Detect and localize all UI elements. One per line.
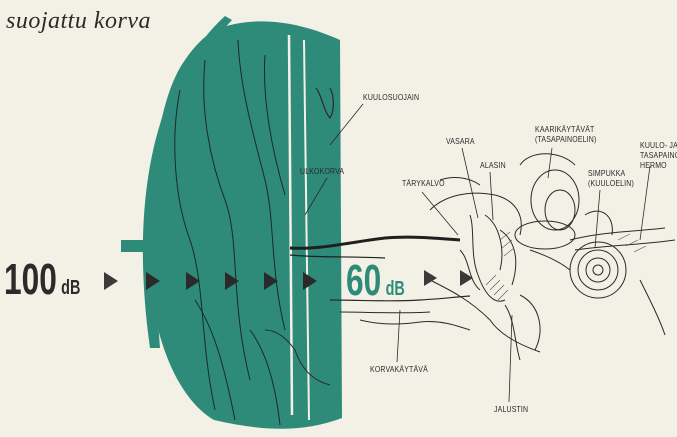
label-ulkokorva: ULKOKORVA xyxy=(300,166,344,176)
inside-level-value: 60 xyxy=(346,256,381,305)
page-title: suojattu korva xyxy=(6,8,151,35)
label-kuulo-line3: HERMO xyxy=(640,160,677,170)
label-kuulosuojain: KUULOSUOJAIN xyxy=(363,92,419,102)
outside-level-value: 100 xyxy=(4,255,57,304)
label-kuulo-line2: TASAPAINO- xyxy=(640,150,677,160)
label-kaarikaytavat-line1: KAARIKÄYTÄVÄT xyxy=(535,124,596,134)
label-kuulo-tasapainohermo: KUULO- JA TASAPAINO- HERMO xyxy=(640,140,677,170)
label-kuulo-line1: KUULO- JA xyxy=(640,140,677,150)
label-alasin: ALASIN xyxy=(480,160,506,170)
inside-level-unit: dB xyxy=(386,278,405,300)
label-simpukka: SIMPUKKA (KUULOELIN) xyxy=(588,168,634,188)
label-simpukka-line2: (KUULOELIN) xyxy=(588,178,634,188)
arrow-right-icon xyxy=(424,270,437,286)
arrow-right-icon xyxy=(460,270,473,286)
headband-clip xyxy=(121,240,155,252)
anatomy-hatching xyxy=(486,232,646,300)
outside-level-unit: dB xyxy=(61,277,80,299)
label-tarykalvo: TÄRYKALVO xyxy=(402,178,445,188)
arrow-right-icon xyxy=(104,272,118,290)
ear-protector-cup xyxy=(150,21,342,428)
leader-lines xyxy=(305,104,650,402)
label-korvakaytava: KORVAKÄYTÄVÄ xyxy=(370,364,428,374)
label-simpukka-line1: SIMPUKKA xyxy=(588,168,634,178)
label-vasara: VASARA xyxy=(446,136,475,146)
label-kaarikaytavat-line2: (TASAPAINOELIN) xyxy=(535,134,596,144)
label-jalustin: JALUSTIN xyxy=(494,404,528,414)
label-kaarikaytavat: KAARIKÄYTÄVÄT (TASAPAINOELIN) xyxy=(535,124,596,144)
